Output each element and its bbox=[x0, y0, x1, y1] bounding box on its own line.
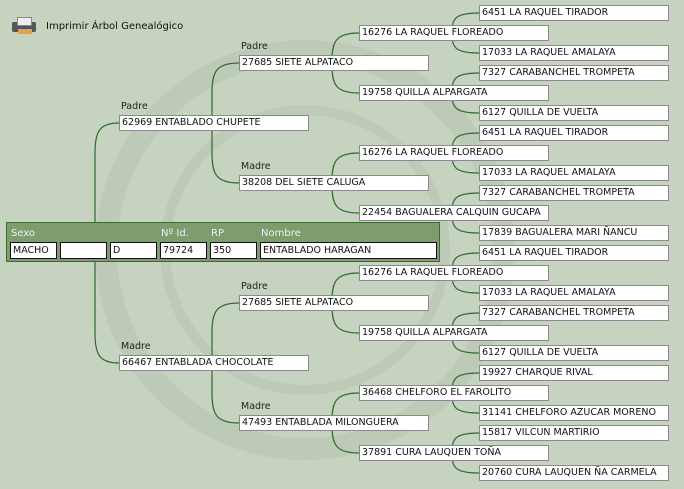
mother-label: Madre bbox=[241, 161, 271, 172]
nombre-field[interactable]: ENTABLADO HARAGAN bbox=[260, 242, 437, 259]
gen3-ancestor-box[interactable]: 37891 CURA LAUQUEN TOÑA bbox=[359, 445, 549, 461]
gen4-ancestor-box[interactable]: 6127 QUILLA DE VUELTA bbox=[479, 345, 669, 361]
id-field[interactable]: 79724 bbox=[160, 242, 207, 259]
gen4-ancestor-box[interactable]: 6451 LA RAQUEL TIRADOR bbox=[479, 125, 669, 141]
father-label: Padre bbox=[241, 41, 268, 52]
gen4-ancestor-box[interactable]: 7327 CARABANCHEL TROMPETA bbox=[479, 305, 669, 321]
gen3-ancestor-box[interactable]: 22454 BAGUALERA CALQUIN GUCAPA bbox=[359, 205, 549, 221]
subject-panel: Sexo Nº Id. RP Nombre MACHO D 79724 350 … bbox=[6, 222, 440, 262]
rp-field[interactable]: 350 bbox=[210, 242, 257, 259]
gen2-ancestor-box[interactable]: 38208 DEL SIETE CALUGA bbox=[239, 175, 429, 191]
sexo-field[interactable]: MACHO bbox=[10, 242, 57, 259]
gen4-ancestor-box[interactable]: 17839 BAGUALERA MARI ÑANCU bbox=[479, 225, 669, 241]
gen4-ancestor-box[interactable]: 7327 CARABANCHEL TROMPETA bbox=[479, 185, 669, 201]
gen4-ancestor-box[interactable]: 31141 CHELFORO AZUCAR MORENO bbox=[479, 405, 669, 421]
gen4-ancestor-box[interactable]: 6127 QUILLA DE VUELTA bbox=[479, 105, 669, 121]
gen4-ancestor-box[interactable]: 19927 CHARQUE RIVAL bbox=[479, 365, 669, 381]
father-label: Padre bbox=[121, 101, 148, 112]
gen4-ancestor-box[interactable]: 17033 LA RAQUEL AMALAYA bbox=[479, 285, 669, 301]
rp-label: RP bbox=[211, 228, 224, 239]
field-2[interactable] bbox=[60, 242, 107, 259]
sexo-label: Sexo bbox=[11, 228, 36, 239]
print-tree-button[interactable]: Imprimir Árbol Genealógico bbox=[12, 17, 183, 35]
gen4-ancestor-box[interactable]: 7327 CARABANCHEL TROMPETA bbox=[479, 65, 669, 81]
printer-icon bbox=[12, 17, 36, 35]
gen3-ancestor-box[interactable]: 16276 LA RAQUEL FLOREADO bbox=[359, 145, 549, 161]
gen2-ancestor-box[interactable]: 27685 SIETE ALPATACO bbox=[239, 295, 429, 311]
mother-label: Madre bbox=[241, 401, 271, 412]
gen4-ancestor-box[interactable]: 17033 LA RAQUEL AMALAYA bbox=[479, 45, 669, 61]
field-3[interactable]: D bbox=[110, 242, 157, 259]
gen4-ancestor-box[interactable]: 15817 VILCUN MARTIRIO bbox=[479, 425, 669, 441]
gen1-ancestor-box[interactable]: 62969 ENTABLADO CHUPETE bbox=[119, 115, 309, 131]
gen4-ancestor-box[interactable]: 20760 CURA LAUQUEN ÑA CARMELA bbox=[479, 465, 669, 481]
print-label: Imprimir Árbol Genealógico bbox=[46, 20, 184, 32]
gen3-ancestor-box[interactable]: 16276 LA RAQUEL FLOREADO bbox=[359, 265, 549, 281]
gen4-ancestor-box[interactable]: 17033 LA RAQUEL AMALAYA bbox=[479, 165, 669, 181]
gen2-ancestor-box[interactable]: 47493 ENTABLADA MILONGUERA bbox=[239, 415, 429, 431]
gen3-ancestor-box[interactable]: 36468 CHELFORO EL FAROLITO bbox=[359, 385, 549, 401]
id-label: Nº Id. bbox=[161, 228, 189, 239]
gen4-ancestor-box[interactable]: 6451 LA RAQUEL TIRADOR bbox=[479, 245, 669, 261]
nombre-label: Nombre bbox=[261, 228, 301, 239]
father-label: Padre bbox=[241, 281, 268, 292]
gen3-ancestor-box[interactable]: 19758 QUILLA ALPARGATA bbox=[359, 85, 549, 101]
gen2-ancestor-box[interactable]: 27685 SIETE ALPATACO bbox=[239, 55, 429, 71]
gen1-ancestor-box[interactable]: 66467 ENTABLADA CHOCOLATE bbox=[119, 355, 309, 371]
gen4-ancestor-box[interactable]: 6451 LA RAQUEL TIRADOR bbox=[479, 5, 669, 21]
gen3-ancestor-box[interactable]: 19758 QUILLA ALPARGATA bbox=[359, 325, 549, 341]
mother-label: Madre bbox=[121, 341, 151, 352]
gen3-ancestor-box[interactable]: 16276 LA RAQUEL FLOREADO bbox=[359, 25, 549, 41]
